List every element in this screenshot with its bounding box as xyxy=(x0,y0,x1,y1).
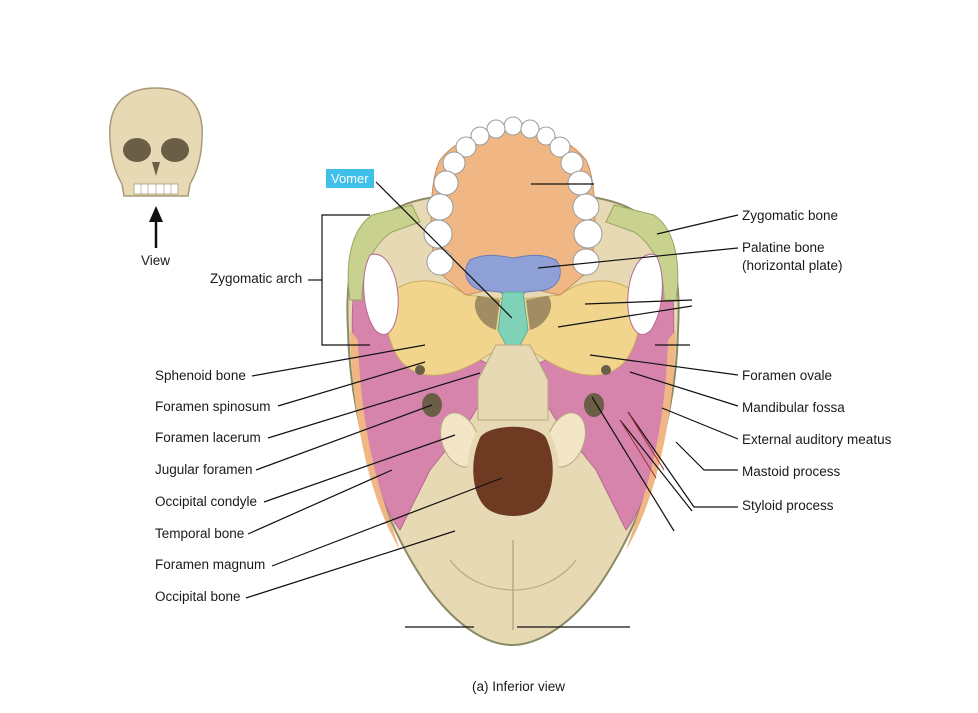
label-sphenoid-bone: Sphenoid bone xyxy=(155,368,246,383)
label-temporal-bone: Temporal bone xyxy=(155,526,245,541)
teeth xyxy=(423,116,603,276)
view-label: View xyxy=(141,253,171,268)
label-foramen-magnum: Foramen magnum xyxy=(155,557,266,572)
skull-inferior-illustration xyxy=(346,116,680,647)
view-arrow-icon xyxy=(149,206,163,248)
figure-caption: (a) Inferior view xyxy=(472,679,566,694)
label-foramen-spinosum: Foramen spinosum xyxy=(155,399,271,414)
label-palatine-bone: Palatine bone xyxy=(742,240,825,255)
label-styloid-process: Styloid process xyxy=(742,498,834,513)
vomer-label: Vomer xyxy=(326,169,374,188)
label-mandibular-fossa: Mandibular fossa xyxy=(742,400,845,415)
label-zygomatic-bone: Zygomatic bone xyxy=(742,208,839,223)
frontal-skull-icon xyxy=(109,87,203,197)
label-zygomatic-arch: Zygomatic arch xyxy=(210,271,303,286)
label-occipital-condyle: Occipital condyle xyxy=(155,494,258,509)
leader-lines xyxy=(245,181,739,628)
label-palatine-bone-sub: (horizontal plate) xyxy=(742,258,843,273)
vomer-bone xyxy=(497,291,529,346)
label-mastoid-process: Mastoid process xyxy=(742,464,841,479)
zygomatic-bone-left xyxy=(347,204,421,301)
label-foramen-ovale: Foramen ovale xyxy=(742,368,833,383)
label-foramen-lacerum: Foramen lacerum xyxy=(155,430,261,445)
zygomatic-bone-right xyxy=(605,204,679,301)
label-jugular-foramen: Jugular foramen xyxy=(155,462,253,477)
foramen-magnum xyxy=(467,420,559,522)
label-external-auditory-meatus: External auditory meatus xyxy=(742,432,892,447)
palatine-bone xyxy=(465,254,561,301)
label-occipital-bone: Occipital bone xyxy=(155,589,241,604)
